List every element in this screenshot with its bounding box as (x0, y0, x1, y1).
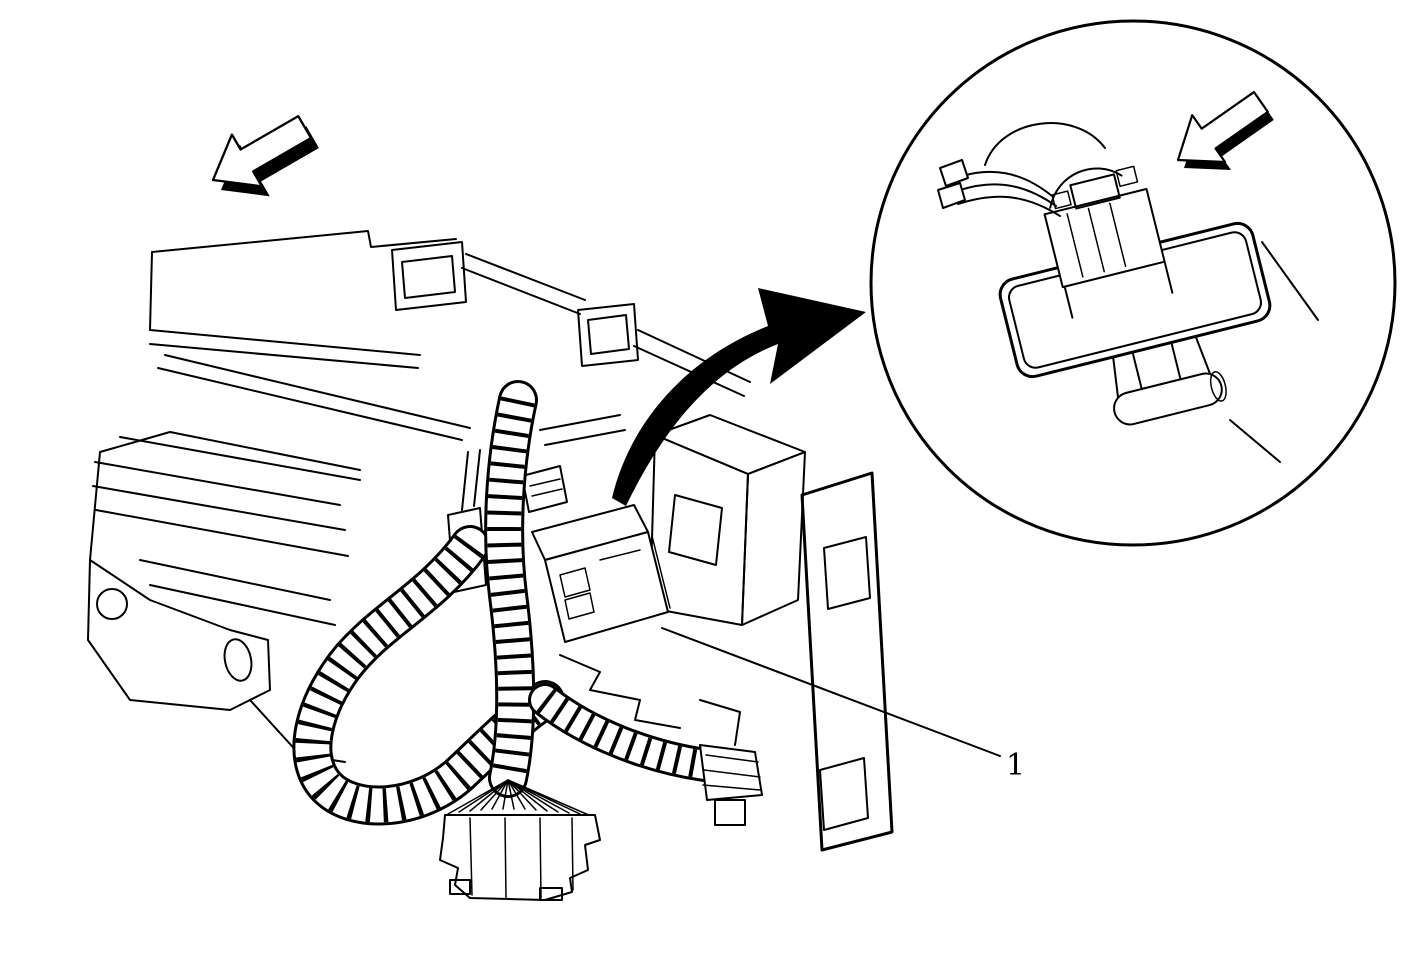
wiring-harness-conduit-down (484, 380, 538, 798)
detail-wires (937, 122, 1106, 217)
harness-bottom-connector (439, 779, 601, 901)
harness-side-connector (699, 744, 763, 826)
main-direction-arrow-icon (211, 114, 319, 197)
detail-circle-outline (869, 19, 1397, 547)
wiring-harness-conduit-right (528, 683, 722, 782)
leader-line (661, 627, 1001, 757)
wire-fan (447, 779, 592, 817)
callout-1: 1 (661, 627, 1025, 783)
detail-direction-arrow-icon (1176, 90, 1274, 170)
detail-plate-edges (1229, 241, 1319, 463)
module-component-1 (531, 504, 671, 643)
detail-circle (869, 19, 1397, 547)
detail-connector-assembly (998, 165, 1272, 426)
callout-1-label: 1 (1006, 748, 1025, 783)
magnifier-arrow-icon (612, 288, 866, 506)
wiring-harness-conduit-loop (292, 525, 565, 826)
